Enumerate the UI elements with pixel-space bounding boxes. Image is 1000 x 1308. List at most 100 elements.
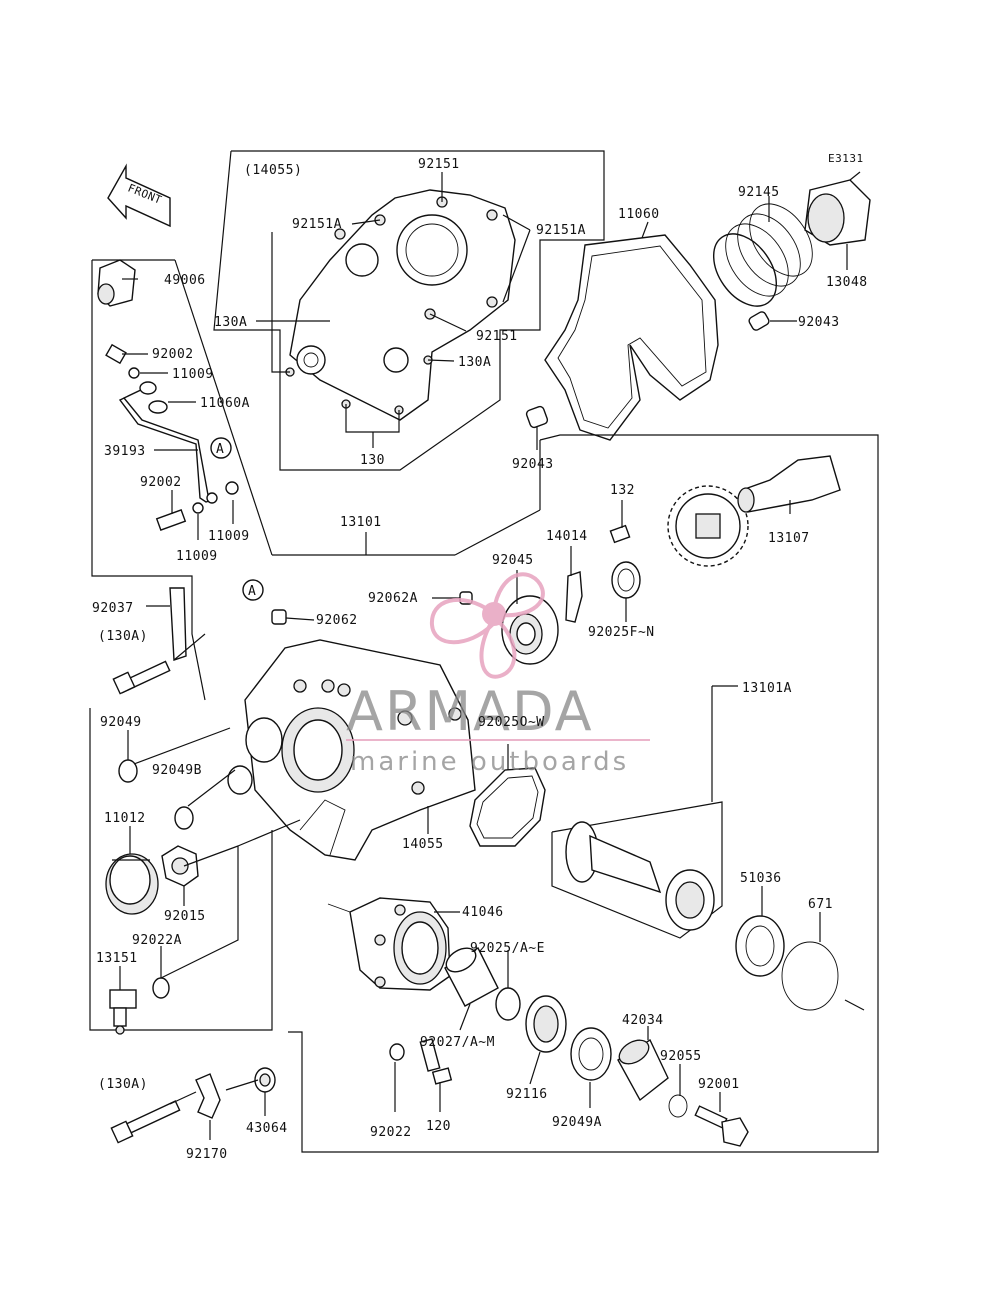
propeller-logo-icon: [429, 572, 545, 679]
fitting-49006-part: [97, 259, 136, 307]
label-92027AM: 92027/A~M: [420, 1035, 495, 1050]
label-92055: 92055: [660, 1049, 702, 1064]
label-51036: 51036: [740, 871, 782, 886]
gasket-11060-part: [544, 234, 719, 441]
washer-92022A-part: [152, 977, 170, 999]
label-671: 671: [808, 897, 833, 912]
label-92045: 92045: [492, 553, 534, 568]
label-92062A: 92062A: [368, 591, 418, 606]
bushing-92043-lower-part: [525, 405, 549, 429]
label-92037: 92037: [92, 601, 134, 616]
label-92151A-right: 92151A: [536, 223, 586, 238]
label-92151-b: 92151: [476, 329, 518, 344]
bushing-92043-upper-part: [748, 311, 770, 331]
label-92049A: 92049A: [552, 1115, 602, 1130]
spring-92145-part: [712, 203, 813, 307]
gear-case-14055-part: [244, 639, 476, 861]
strap-92037-part: [169, 587, 187, 661]
label-92001: 92001: [698, 1077, 740, 1092]
washer-11009-upper-part: [128, 367, 140, 379]
label-130A-b: 130A: [458, 355, 491, 370]
label-92062: 92062: [316, 613, 358, 628]
shaft-13107-part: [737, 455, 841, 513]
label-43064: 43064: [246, 1121, 288, 1136]
cover-group-frame: [213, 150, 605, 471]
label-42034: 42034: [622, 1013, 664, 1028]
seal-51036-part: [735, 915, 785, 977]
label-92025OW: 92025O~W: [478, 715, 545, 730]
bolt-130A-lower-part: [125, 1100, 181, 1134]
label-39193: 39193: [104, 444, 146, 459]
svg-text:A: A: [248, 584, 256, 599]
label-130: 130: [360, 453, 385, 468]
bearing-92116-part: [525, 995, 567, 1053]
diagram-code: E3131: [828, 152, 864, 165]
label-92116: 92116: [506, 1087, 548, 1102]
bearing-92045-part: [501, 595, 559, 665]
clamp-92170-part: [195, 1073, 221, 1119]
callout-a-upper: [210, 437, 232, 459]
gasket-92025OW-part: [469, 767, 546, 847]
oring-92055-part: [668, 1094, 688, 1118]
label-92022A: 92022A: [132, 933, 182, 948]
grommet-43064-part: [254, 1067, 276, 1093]
rear-cover-part: [285, 189, 516, 421]
washer-92049B-part: [174, 806, 194, 830]
label-11012: 11012: [104, 811, 146, 826]
plug-92062-part: [271, 609, 287, 625]
bolt-92002-upper-part: [105, 343, 127, 365]
seal-92025FN-part: [611, 561, 641, 599]
label-14014: 14014: [546, 529, 588, 544]
bolt-92002-lower-part: [155, 509, 187, 531]
label-120: 120: [426, 1119, 451, 1134]
part-labels: (14055) 92151 92151A 92151A 11060 92145 …: [92, 157, 868, 1162]
label-92049B: 92049B: [152, 763, 202, 778]
label-130A-a: 130A: [214, 315, 247, 330]
label-13048: 13048: [826, 275, 868, 290]
label-130A-paren-upper: (130A): [98, 629, 148, 644]
coupling-13048-part: [804, 171, 871, 246]
armada-watermark: ARMADA marine outboards: [346, 572, 650, 777]
label-11060A: 11060A: [200, 396, 250, 411]
oring-671-part: [781, 941, 839, 1011]
seal-92049A-part: [570, 1027, 612, 1081]
label-11009-b: 11009: [208, 529, 250, 544]
label-92002-a: 92002: [152, 347, 194, 362]
gasket-11060A-part: [148, 400, 168, 414]
shim-92025AE-part: [495, 987, 521, 1021]
leader-lines: [119, 172, 865, 1140]
label-92015: 92015: [164, 909, 206, 924]
plate-14014-part: [565, 571, 583, 623]
sensor-13151-part: [109, 989, 137, 1035]
label-11060: 11060: [618, 207, 660, 222]
bolt-92001-part: [694, 1105, 749, 1147]
label-13101: 13101: [340, 515, 382, 530]
label-13101A: 13101A: [742, 681, 792, 696]
lower-left-frame: [89, 708, 252, 1031]
bevel-gear-13101A-part: [565, 821, 715, 931]
label-92043-a: 92043: [798, 315, 840, 330]
watermark-title: ARMADA: [346, 680, 594, 743]
label-41046: 41046: [462, 905, 504, 920]
label-92043-b: 92043: [512, 457, 554, 472]
label-11009-c: 11009: [176, 549, 218, 564]
coupling-42034-part: [617, 1038, 669, 1102]
label-13151: 13151: [96, 951, 138, 966]
front-arrow-icon: FRONT: [107, 163, 171, 228]
label-14055-ref: (14055): [244, 163, 302, 178]
washer-11009-b-part: [192, 502, 204, 514]
label-132: 132: [610, 483, 635, 498]
label-11009-a: 11009: [172, 367, 214, 382]
callout-a-lower: [242, 579, 264, 601]
label-130A-paren-lower: (130A): [98, 1077, 148, 1092]
svg-text:A: A: [216, 442, 224, 457]
label-92151A-left: 92151A: [292, 217, 342, 232]
label-13107: 13107: [768, 531, 810, 546]
label-92151-top: 92151: [418, 157, 460, 172]
label-92170: 92170: [186, 1147, 228, 1162]
label-92002-b: 92002: [140, 475, 182, 490]
bolt-120-part: [419, 1038, 453, 1085]
sprocket-13101-part: [667, 485, 749, 567]
